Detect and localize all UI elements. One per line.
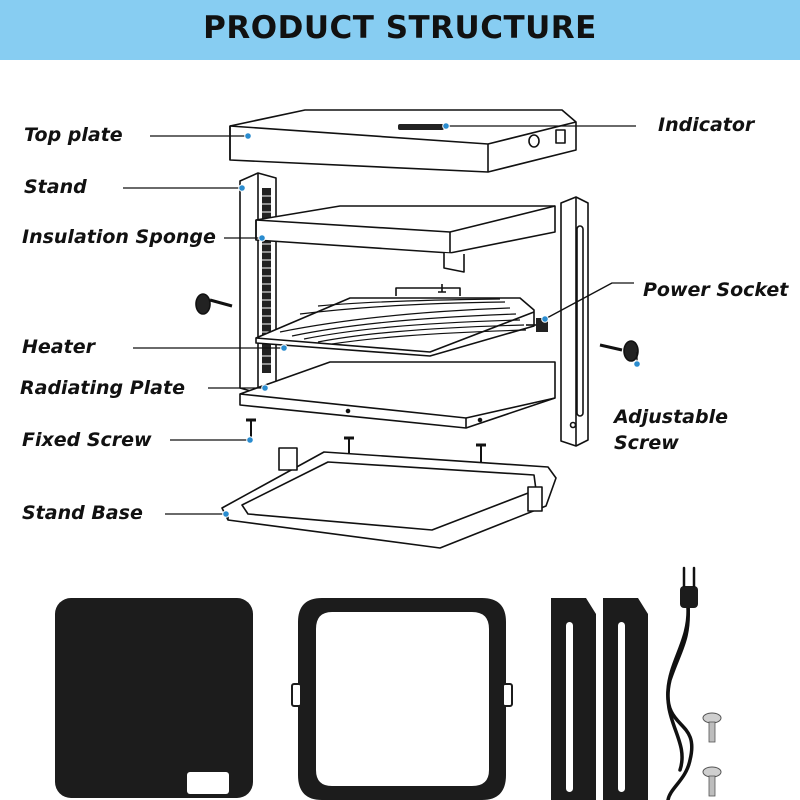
black-plate-photo (55, 598, 253, 798)
page-title: PRODUCT STRUCTURE (203, 10, 597, 46)
stand-posts-photo (551, 598, 648, 800)
label-adjustable-screw-line2: Screw (614, 432, 679, 454)
label-power-socket: Power Socket (643, 279, 789, 301)
square-frame-photo (291, 598, 513, 800)
insulation-sponge-part (255, 205, 556, 273)
adjustable-screw-right (599, 340, 639, 362)
top-plate-part (229, 109, 577, 173)
parts-photo-row (55, 566, 722, 800)
label-indicator: Indicator (658, 114, 755, 136)
leader-lines (123, 125, 638, 515)
label-adjustable-screw-line1: Adjustable (614, 406, 728, 428)
label-insulation-sponge: Insulation Sponge (22, 226, 216, 248)
adjustable-screw-left (195, 293, 233, 315)
label-top-plate: Top plate (24, 124, 123, 146)
label-fixed-screw: Fixed Screw (22, 429, 152, 451)
label-radiating-plate: Radiating Plate (20, 377, 185, 399)
stand-left-post (239, 172, 277, 394)
stand-right-post (560, 196, 589, 447)
heater-part (255, 284, 548, 357)
label-stand-base: Stand Base (22, 502, 143, 524)
leader-dots (222, 122, 641, 518)
power-cord-photo (666, 566, 698, 800)
small-screws-photo (702, 712, 722, 797)
title-banner: PRODUCT STRUCTURE (0, 0, 800, 60)
radiating-plate-part (239, 361, 556, 429)
stand-base-part (221, 447, 557, 549)
label-stand: Stand (24, 176, 87, 198)
label-heater: Heater (22, 336, 95, 358)
